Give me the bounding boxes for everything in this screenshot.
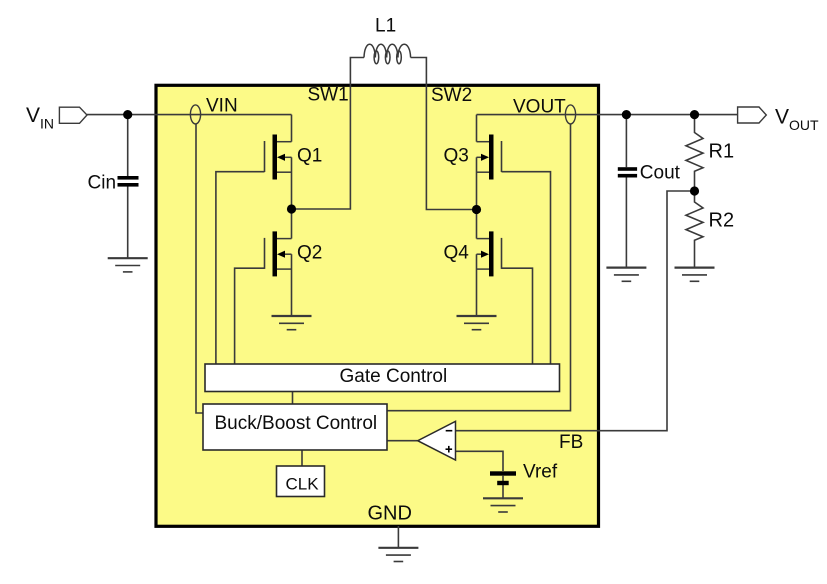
svg-text:SW2: SW2 xyxy=(431,85,472,106)
svg-text:SW1: SW1 xyxy=(308,85,349,106)
svg-text:Cin: Cin xyxy=(88,173,117,194)
svg-text:VIN: VIN xyxy=(206,95,238,116)
svg-text:R1: R1 xyxy=(709,141,735,163)
svg-text:Vref: Vref xyxy=(523,462,558,483)
svg-text:Gate Control: Gate Control xyxy=(340,366,448,387)
svg-text:Q1: Q1 xyxy=(297,146,322,167)
svg-text:L1: L1 xyxy=(375,16,396,37)
svg-text:Q4: Q4 xyxy=(444,243,470,264)
svg-text:VOUT: VOUT xyxy=(513,97,566,118)
svg-text:R2: R2 xyxy=(709,210,735,232)
svg-text:VOUT: VOUT xyxy=(775,105,819,133)
svg-text:Q3: Q3 xyxy=(444,146,469,167)
svg-text:Q2: Q2 xyxy=(297,243,322,264)
svg-text:FB: FB xyxy=(559,432,583,453)
svg-text:Cout: Cout xyxy=(640,163,681,184)
svg-text:Buck/Boost Control: Buck/Boost Control xyxy=(215,413,378,434)
svg-text:GND: GND xyxy=(368,503,412,525)
svg-text:CLK: CLK xyxy=(286,475,320,494)
